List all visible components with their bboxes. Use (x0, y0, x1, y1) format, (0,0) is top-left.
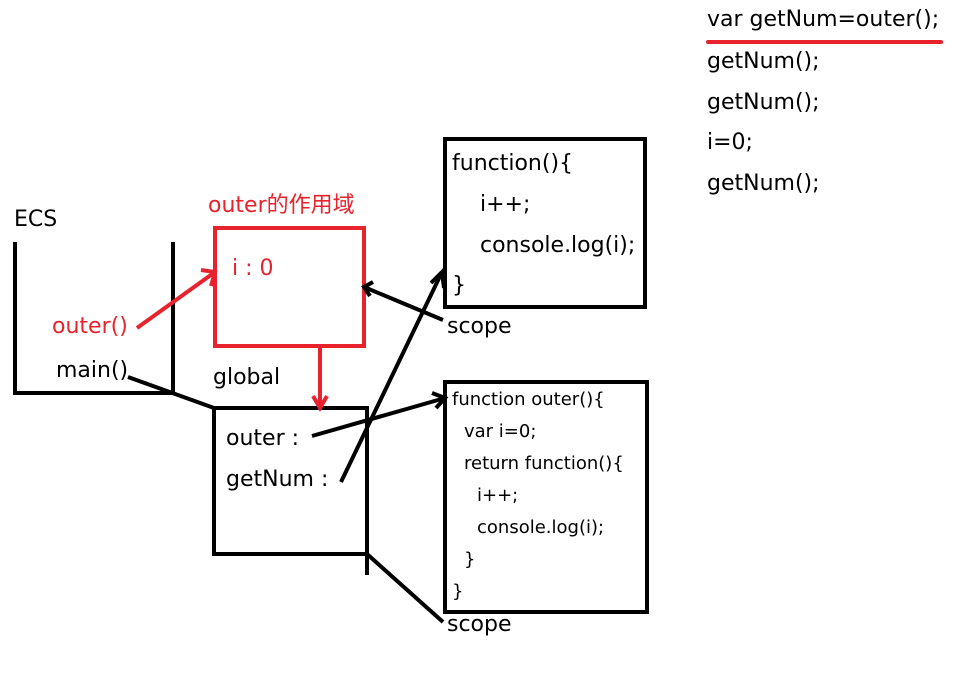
arrow-outer-var-to-function (311, 396, 446, 438)
outer-scope-var-i: i : 0 (232, 256, 274, 281)
outer-fn-scope-label: scope (447, 612, 512, 637)
outer-fn-line-5: console.log(i); (477, 517, 605, 538)
arrow-outer-frame-to-scope-head (200, 268, 218, 287)
global-var-getnum: getNum : (226, 467, 329, 492)
anon-fn-line-4: } (452, 273, 466, 298)
outer-fn-line-3: return function(){ (464, 453, 624, 474)
outer-fn-line-6: } (464, 549, 476, 570)
code-line-5: getNum(); (707, 171, 820, 196)
anon-fn-line-3: console.log(i); (480, 233, 636, 258)
line-outer-scope-to-global (365, 552, 445, 624)
code-line-3: getNum(); (707, 90, 820, 115)
code-line-4: i=0; (707, 130, 753, 155)
outer-fn-line-1: function outer(){ (452, 389, 605, 410)
global-var-outer: outer : (226, 426, 300, 451)
code-line-1: var getNum=outer(); (707, 7, 940, 32)
outer-scope-box (213, 226, 366, 348)
arrow-getnum-to-function-head (429, 267, 446, 289)
ecs-label: ECS (14, 207, 58, 232)
global-label: global (213, 365, 281, 390)
ecs-frame-outer: outer() (52, 314, 128, 339)
anon-fn-line-1: function(){ (452, 151, 574, 176)
arrow-anon-scope-to-outer-scope-head (361, 280, 374, 298)
anon-fn-line-2: i++; (480, 192, 531, 217)
arrow-outer-frame-to-scope (135, 270, 217, 330)
anon-function-box (443, 137, 647, 309)
ecs-frame-main: main() (56, 358, 129, 383)
outer-fn-line-4: i++; (477, 485, 519, 506)
code-line-2: getNum(); (707, 49, 820, 74)
arrow-outer-var-to-function-head (431, 391, 449, 410)
arrow-scope-to-global-head (311, 394, 329, 412)
outer-fn-line-2: var i=0; (464, 421, 537, 442)
outer-scope-title: outer的作用域 (208, 193, 355, 218)
anon-fn-scope-label: scope (447, 314, 512, 339)
global-box (212, 406, 369, 556)
outer-function-box (443, 380, 649, 614)
arrow-getnum-to-function (339, 271, 444, 483)
ecs-stack-outline (13, 242, 175, 395)
outer-fn-line-7: } (452, 581, 464, 602)
arrow-anon-scope-to-outer-scope (363, 285, 444, 322)
line-main-to-global (127, 375, 215, 410)
